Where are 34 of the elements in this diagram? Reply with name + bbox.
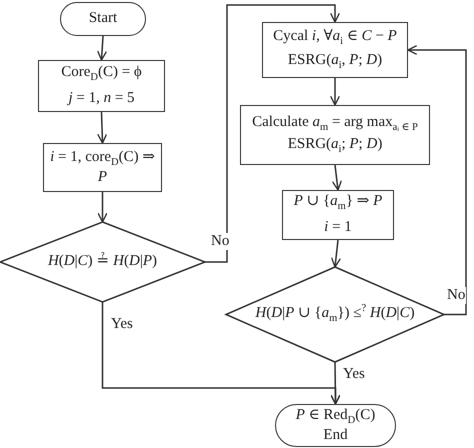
node-text: Start (88, 10, 118, 28)
node-text: P ∪ {a$_{m}$} ⇒ P (294, 193, 382, 214)
process-box (43, 143, 162, 192)
node-text: H(D|C) ≟ H(D|P) (48, 253, 158, 271)
node-text: ESRG(a$_{i}$, P; D) (288, 52, 382, 72)
node-text: H(D|P ∪ {a$_{m}$}) ≤$^{?}$ H(D|C) (255, 303, 415, 326)
decision-diamond (0, 222, 205, 302)
process-box (282, 190, 394, 240)
decision-diamond (226, 267, 444, 362)
node-text: i = 1 (324, 219, 352, 237)
arrow (330, 362, 341, 405)
node-text: ESRG(a$_{i}$; P; D) (288, 136, 382, 156)
node-text: Calculate a$_{m}$ = arg max$_{aᵢ ∈ P}$ (252, 114, 418, 134)
node-text: Cycal i, ∀a$_{i}$ ∈ C − P (273, 28, 397, 48)
process-box (38, 60, 165, 112)
arrow (407, 44, 467, 316)
arrow (330, 240, 342, 268)
node-text: Core$_{D}$(C) = ϕ (61, 64, 142, 84)
edge-label: No (446, 287, 466, 304)
node-text: j = 1, n = 5 (68, 90, 135, 108)
edge-label: No (210, 233, 230, 250)
arrow (332, 164, 342, 191)
terminal-node (60, 2, 146, 36)
arrow (205, 4, 340, 263)
arrow (330, 78, 340, 106)
arrow (97, 192, 108, 223)
node-text: P ∈ Red$_{D}$(C) (296, 406, 376, 427)
process-box (240, 105, 430, 165)
process-box (262, 22, 408, 78)
arrow (97, 112, 108, 144)
node-text: i = 1, core$_{D}$(C) ⇒ P (50, 148, 155, 186)
terminal-node (275, 404, 396, 447)
node-text: End (323, 426, 348, 444)
arrow (96, 36, 108, 61)
